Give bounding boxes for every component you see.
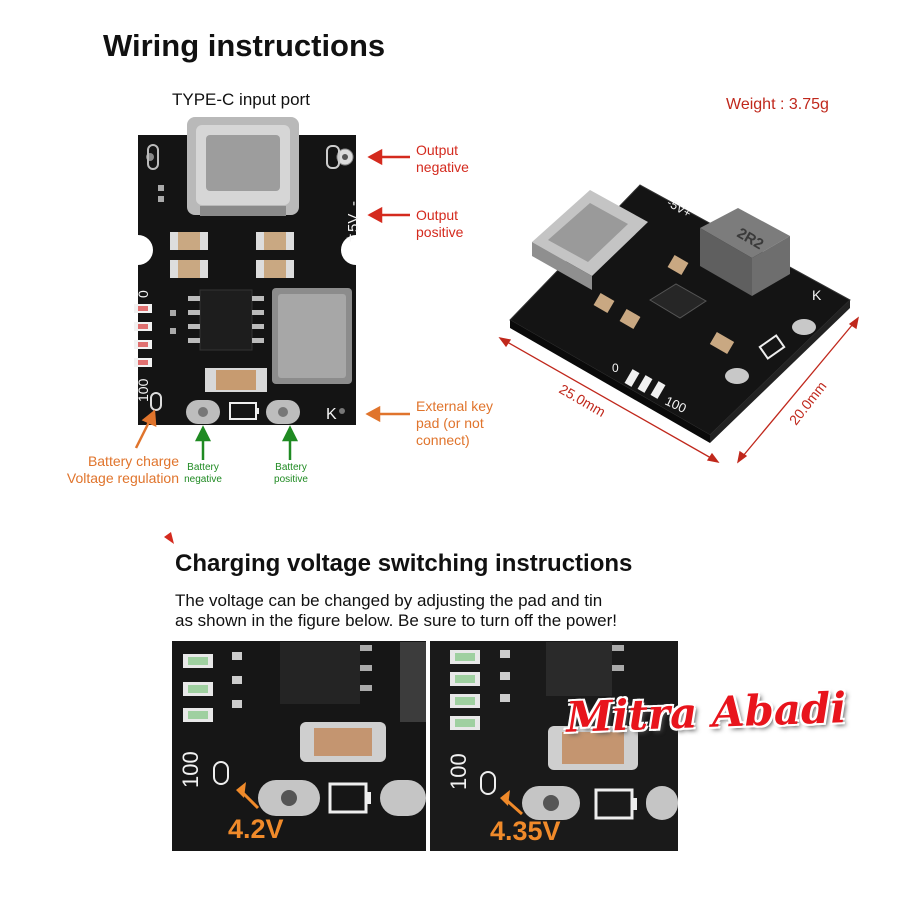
dim-width-label: 20.0mm — [786, 378, 830, 428]
silk-5v: 5V — [345, 214, 362, 232]
switching-photos: 100 4.2V 100 4.35V — [172, 641, 678, 851]
dim-length-label: 25.0mm — [557, 381, 609, 420]
inductor — [272, 288, 352, 384]
output-arrows — [367, 148, 410, 224]
orange-arrows — [134, 405, 410, 449]
weight-label: Weight : 3.75g — [726, 96, 829, 113]
ic-chip — [188, 289, 264, 351]
iso-silk-k: K — [812, 287, 822, 303]
photo-4v2: 100 4.2V — [172, 641, 426, 851]
photo-silk-100-right: 100 — [446, 753, 471, 790]
status-leds-iso — [624, 369, 666, 399]
smd-parts — [158, 185, 294, 278]
dimension-lines — [498, 316, 859, 464]
pointer-arrowhead — [164, 532, 174, 544]
photo-silk-100-left: 100 — [178, 751, 203, 788]
silk-0: 0 — [135, 290, 151, 298]
battery-arrows — [194, 425, 299, 460]
iso-board-diagram: 2R2 -5V+ 0 100 K 25.0mm 20.0mm — [498, 184, 859, 464]
switching-title: Charging voltage switching instructions — [175, 550, 633, 577]
type-c-connector-iso — [532, 190, 648, 290]
silk-100: 100 — [135, 378, 151, 402]
page-title: Wiring instructions — [103, 28, 386, 63]
voltage-select-pad — [150, 392, 162, 411]
photo-4v35: 100 4.35V — [430, 641, 678, 851]
voltage-4v2: 4.2V — [228, 814, 284, 844]
watermark: Mitra Abadi — [565, 683, 848, 742]
iso-silk-0: 0 — [612, 361, 619, 375]
type-c-port-label: TYPE-C input port — [172, 90, 310, 109]
switching-desc: The voltage can be changed by adjusting … — [175, 591, 617, 630]
inductor-iso: 2R2 — [700, 208, 790, 296]
voltage-4v35: 4.35V — [490, 816, 561, 846]
front-board-diagram: 5V - + 0 100 K — [134, 117, 410, 460]
silk-k: K — [326, 406, 337, 423]
status-leds — [134, 304, 176, 367]
type-c-connector — [187, 117, 299, 216]
battery-pads — [186, 400, 300, 424]
silk-plus: + — [346, 230, 355, 247]
ic-chip-iso — [649, 283, 707, 319]
silk-minus: - — [345, 201, 362, 206]
